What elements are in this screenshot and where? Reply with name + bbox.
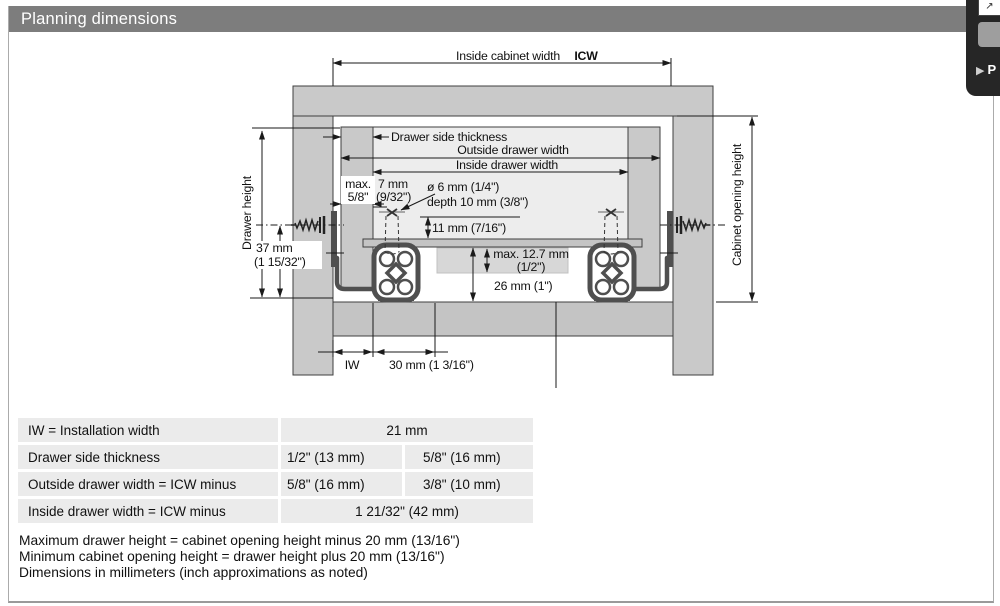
viewer-corner-panel: ↗ ▶P: [966, 0, 1000, 96]
note-line: Minimum cabinet opening height = drawer …: [19, 549, 445, 565]
corner-nav-label: P: [987, 62, 997, 77]
table-row-value: 5/8" (16 mm): [281, 472, 402, 496]
table-row-label: Outside drawer width = ICW minus: [18, 472, 278, 496]
corner-mini-icon[interactable]: ↗: [978, 0, 1000, 16]
corner-gray-button[interactable]: [978, 22, 1000, 47]
table-row-value: 3/8" (10 mm): [405, 472, 533, 496]
note-line: Dimensions in millimeters (inch approxim…: [19, 565, 368, 581]
table-row-label: Drawer side thickness: [18, 445, 278, 469]
table-row-value: 1/2" (13 mm): [281, 445, 402, 469]
expand-arrow-icon: ▶: [976, 65, 985, 77]
table-row-label: Inside drawer width = ICW minus: [18, 499, 278, 523]
table-row-value: 1 21/32" (42 mm): [281, 499, 533, 523]
table-row-value: 5/8" (16 mm): [405, 445, 533, 469]
footnotes: Maximum drawer height = cabinet opening …: [19, 533, 460, 582]
note-line: Maximum drawer height = cabinet opening …: [19, 533, 460, 548]
table-row-label: IW = Installation width: [18, 418, 278, 442]
dimensions-table: IW = Installation width 21 mm Drawer sid…: [18, 418, 533, 523]
table-row-value: 21 mm: [281, 418, 533, 442]
corner-nav-item[interactable]: ▶P: [976, 62, 1000, 77]
page-title: Planning dimensions: [9, 6, 992, 32]
